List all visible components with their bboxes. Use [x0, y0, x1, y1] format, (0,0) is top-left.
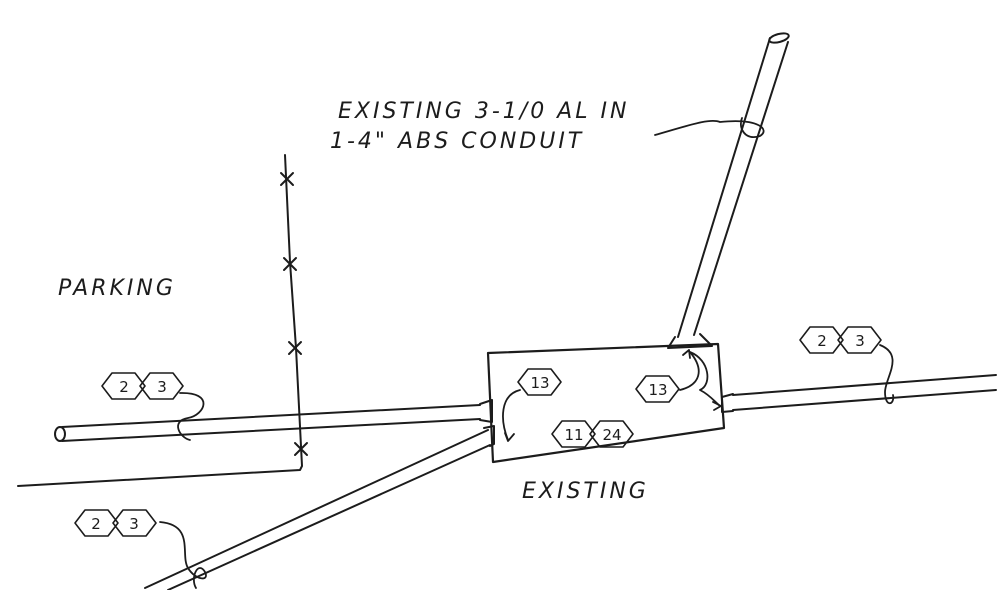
leader-lines: [159, 117, 895, 589]
conduit-note-line1: EXISTING 3-1/0 AL IN: [338, 99, 629, 124]
svg-text:11: 11: [564, 426, 583, 444]
right-conduit: [721, 374, 997, 413]
svg-text:2: 2: [817, 332, 827, 350]
svg-text:13: 13: [648, 381, 667, 399]
svg-text:2: 2: [91, 515, 101, 533]
conduit-note-line2: 1-4" ABS CONDUIT: [330, 129, 584, 154]
tag-box-center-11: 11: [551, 420, 596, 448]
svg-text:3: 3: [855, 332, 865, 350]
svg-text:3: 3: [129, 515, 139, 533]
bottom-left-conduit: [144, 425, 495, 590]
svg-text:13: 13: [530, 374, 549, 392]
tag-box-center-24: 24: [589, 420, 634, 448]
tag-bottom-left-3: 3: [112, 509, 157, 537]
tag-left-3: 3: [139, 372, 184, 400]
svg-text:3: 3: [157, 378, 167, 396]
tag-box-right-13: 13: [635, 375, 680, 403]
svg-text:2: 2: [119, 378, 129, 396]
tag-left-2: 2: [101, 372, 146, 400]
svg-text:24: 24: [602, 426, 621, 444]
existing-box: [486, 342, 726, 464]
fence-line: [17, 154, 308, 487]
existing-label: EXISTING: [522, 479, 649, 504]
tag-box-left-13: 13: [517, 368, 562, 396]
top-conduit: [667, 32, 790, 349]
tag-right-3: 3: [837, 326, 882, 354]
tag-right-2: 2: [799, 326, 844, 354]
left-conduit: [54, 399, 493, 442]
tag-bottom-left-2: 2: [74, 509, 119, 537]
parking-label: PARKING: [58, 276, 176, 301]
